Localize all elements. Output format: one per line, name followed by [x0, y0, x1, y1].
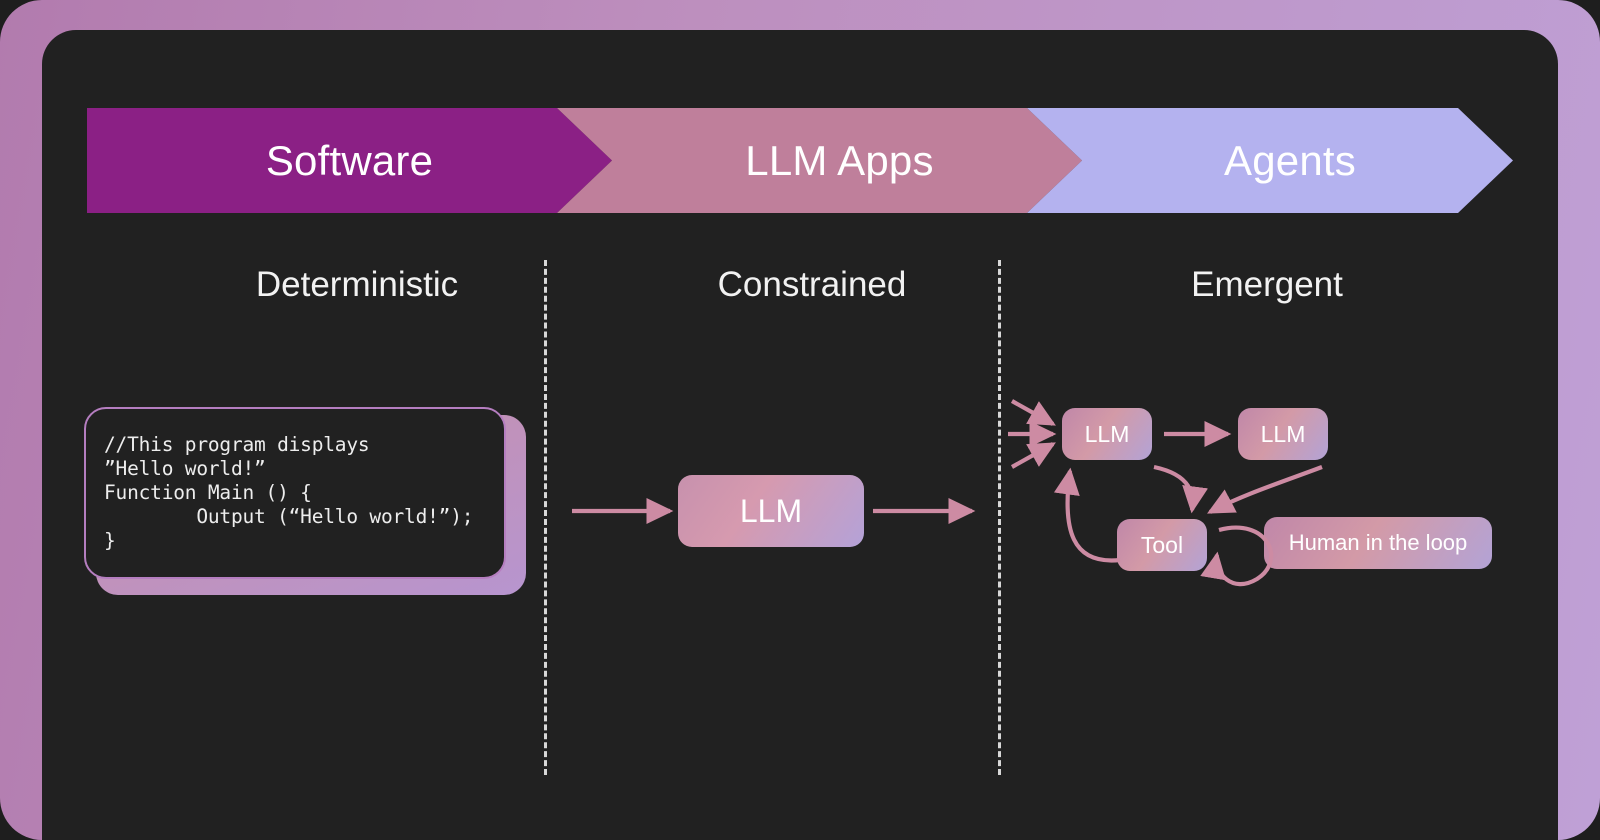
agent-node-llm-2[interactable]: LLM — [1238, 408, 1328, 460]
code-card: //This program displays ”Hello world!” F… — [84, 407, 506, 579]
column-divider-1 — [544, 260, 547, 775]
column-label-emergent: Emergent — [1191, 265, 1343, 304]
banner-stage-label: Agents — [1224, 136, 1356, 184]
agent-node-label: Tool — [1140, 531, 1184, 558]
agent-node-llm-1[interactable]: LLM — [1062, 408, 1152, 460]
agent-node-label: LLM — [1084, 420, 1130, 447]
column-label-constrained: Constrained — [717, 265, 907, 304]
arrow-agent-input-1 — [1010, 399, 1056, 426]
banner-stage-label: LLM Apps — [745, 136, 934, 184]
llm-apps-node[interactable]: LLM — [678, 475, 864, 547]
agent-node-human-in-the-loop[interactable]: Human in the loop — [1264, 517, 1492, 569]
arrow-tool-to-llm1 — [1053, 467, 1121, 563]
banner-stage-label: Software — [265, 136, 434, 184]
column-label-deterministic: Deterministic — [255, 265, 459, 304]
stage-banner: Software LLM Apps Agents — [87, 108, 1513, 213]
code-snippet: //This program displays ”Hello world!” F… — [104, 433, 474, 552]
agent-node-label: Human in the loop — [1288, 530, 1468, 555]
banner-stage-llm-apps[interactable]: LLM Apps — [557, 108, 1082, 213]
arrow-llm2-to-tool — [1207, 465, 1323, 514]
column-divider-2 — [998, 260, 1001, 775]
arrow-agent-input-3 — [1010, 442, 1056, 469]
agent-node-tool[interactable]: Tool — [1117, 519, 1207, 571]
arrow-tool-self-loop — [1200, 525, 1274, 587]
banner-stage-agents[interactable]: Agents — [1027, 108, 1513, 213]
banner-stage-software[interactable]: Software — [87, 108, 612, 213]
arrow-llm1-to-tool — [1153, 464, 1209, 514]
diagram-panel: Software LLM Apps Agents Deterministic C… — [42, 30, 1558, 840]
agent-node-label: LLM — [1260, 420, 1306, 447]
llm-apps-node-label: LLM — [739, 492, 803, 529]
